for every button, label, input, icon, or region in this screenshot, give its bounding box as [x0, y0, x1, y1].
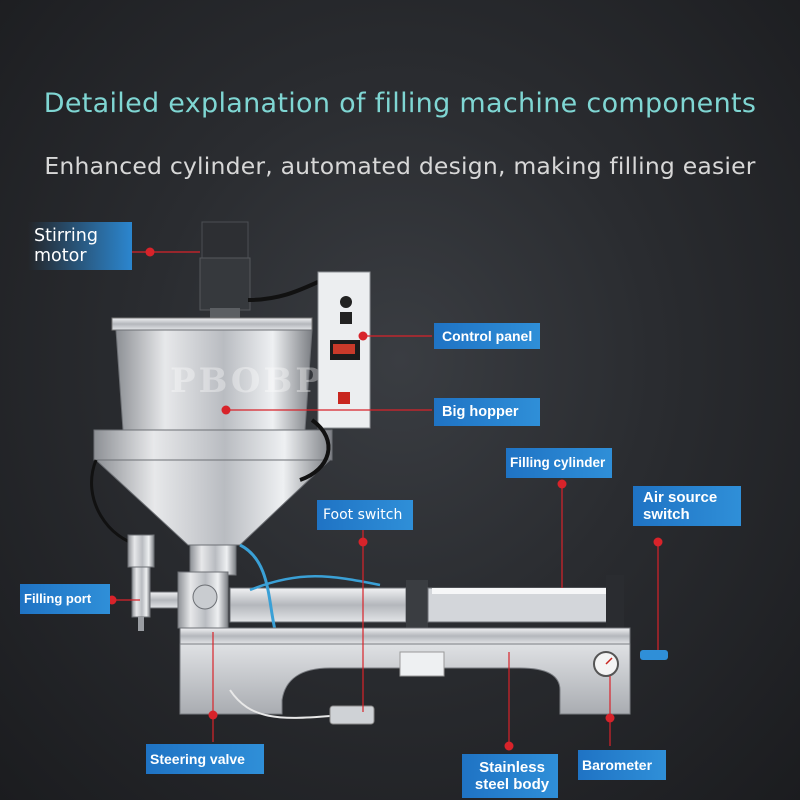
label-foot-switch: Foot switch [317, 500, 413, 530]
label-filling-cylinder: Filling cylinder [506, 448, 612, 478]
label-air-source-switch: Air source switch [633, 486, 741, 526]
watermark-text: PBOBP [170, 361, 324, 401]
label-stainless-steel-body: Stainless steel body [462, 754, 558, 798]
label-big-hopper: Big hopper [434, 398, 540, 426]
stainless-body-part [179, 627, 631, 715]
filling-cylinder-part [177, 571, 624, 633]
big-hopper-part [93, 317, 333, 576]
label-barometer: Barometer [578, 750, 666, 780]
foot-switch-part [229, 689, 375, 725]
label-control-panel: Control panel [434, 323, 540, 349]
label-stirring-motor: Stirring motor [28, 222, 132, 270]
air-source-fitting [640, 650, 668, 660]
label-filling-port: Filling port [20, 584, 110, 614]
page-title: Detailed explanation of filling machine … [43, 88, 757, 119]
barometer-part [593, 651, 619, 677]
label-steering-valve: Steering valve [146, 744, 264, 774]
stirring-motor-part [199, 221, 251, 324]
page-subtitle: Enhanced cylinder, automated design, mak… [44, 152, 756, 180]
control-panel-part [317, 271, 371, 429]
